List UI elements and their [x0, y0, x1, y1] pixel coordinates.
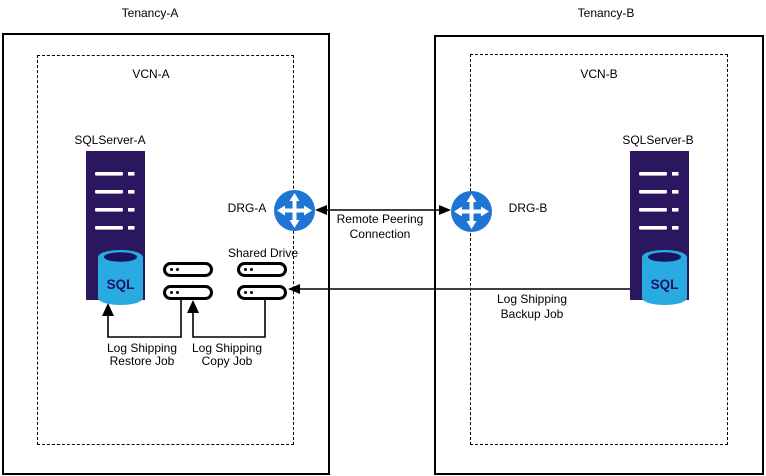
copy-job-line2: Copy Job [201, 354, 253, 368]
drg-a-icon [274, 190, 315, 231]
drive-disk-icon [163, 262, 213, 277]
backup-job-line2: Backup Job [500, 307, 564, 321]
disk-dot [250, 291, 253, 294]
restore-job-line1: Log Shipping [106, 341, 178, 355]
remote-peering-line1: Remote Peering [336, 212, 424, 226]
drive-disk-icon [237, 285, 287, 300]
disk-dot [250, 268, 253, 271]
server-led-lines [95, 172, 135, 230]
router-cross-arrows-icon [277, 193, 312, 228]
drive-disk-icon [163, 285, 213, 300]
tenancy-a-label: Tenancy-A [121, 6, 179, 20]
remote-peering-line2: Connection [349, 227, 411, 241]
shared-drive-label: Shared Drive [227, 246, 299, 260]
log-shipping-restore-job-label: Log Shipping Restore Job [92, 342, 192, 368]
tenancy-a-box [2, 33, 330, 475]
disk-dot [176, 268, 179, 271]
vcn-b-label: VCN-B [580, 67, 618, 81]
server-led-lines [639, 172, 679, 230]
copy-job-line1: Log Shipping [191, 341, 263, 355]
disk-dot [244, 268, 247, 271]
restore-job-line2: Restore Job [109, 354, 175, 368]
drive-disk-icon [237, 262, 287, 277]
tenancy-b-label: Tenancy-B [577, 6, 635, 20]
sql-database-cylinder-icon: SQL [98, 250, 143, 305]
tenancy-b-box [434, 35, 764, 475]
sqlserver-a-icon: SQL [86, 151, 145, 305]
router-cross-arrows-icon [454, 194, 489, 229]
disk-dot [170, 268, 173, 271]
sql-db-text: SQL [651, 277, 679, 292]
sql-database-cylinder-icon: SQL [642, 250, 687, 305]
vcn-a-label: VCN-A [132, 67, 170, 81]
log-shipping-copy-job-label: Log Shipping Copy Job [177, 342, 277, 368]
disk-dot [176, 291, 179, 294]
drg-a-label: DRG-A [227, 201, 267, 215]
remote-peering-connection-label: Remote Peering Connection [329, 212, 431, 242]
drg-b-label: DRG-B [508, 201, 548, 215]
vcn-b-box [470, 54, 728, 445]
disk-dot [170, 291, 173, 294]
disk-dot [244, 291, 247, 294]
sqlserver-b-icon: SQL [630, 151, 689, 305]
log-shipping-backup-job-label: Log Shipping Backup Job [482, 292, 582, 322]
sql-db-text: SQL [107, 277, 135, 292]
sqlserver-b-label: SQLServer-B [622, 133, 694, 147]
backup-job-line1: Log Shipping [496, 292, 568, 306]
sqlserver-a-label: SQLServer-A [74, 133, 146, 147]
drg-b-icon [451, 191, 492, 232]
vcn-a-box [37, 55, 294, 445]
